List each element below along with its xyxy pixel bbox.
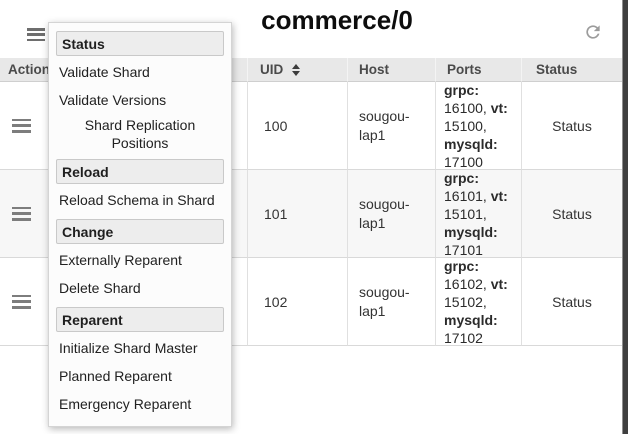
menu-item-externally-reparent[interactable]: Externally Reparent (59, 252, 182, 268)
column-header-label: Actions (8, 62, 58, 77)
hamburger-bar (27, 28, 45, 31)
right-edge-strip (622, 0, 628, 434)
hamburger-bar (27, 38, 45, 41)
menu-item-validate-shard[interactable]: Validate Shard (59, 64, 150, 80)
ports-text: grpc: 16100, vt: 15100, mysqld: 17100 (444, 82, 508, 170)
menu-section-header-reparent: Reparent (56, 307, 224, 332)
page-title: commerce/0 (261, 5, 413, 35)
host-text: sougou-lap1 (359, 107, 410, 143)
uid-cell: 102 (247, 258, 347, 346)
menu-item-validate-versions[interactable]: Validate Versions (59, 92, 167, 108)
menu-item-planned-reparent[interactable]: Planned Reparent (59, 368, 172, 384)
status-cell: Status (521, 258, 622, 346)
column-header-label: Ports (447, 62, 482, 77)
host-text: sougou-lap1 (359, 195, 410, 231)
host-cell: sougou-lap1 (347, 82, 435, 170)
column-header-uid[interactable]: UID (247, 58, 347, 82)
ports-cell: grpc: 16102, vt: 15102, mysqld: 17102 (435, 258, 521, 346)
uid-cell: 100 (247, 82, 347, 170)
ports-cell: grpc: 16100, vt: 15100, mysqld: 17100 (435, 82, 521, 170)
menu-item-emergency-reparent[interactable]: Emergency Reparent (59, 396, 192, 412)
host-cell: sougou-lap1 (347, 258, 435, 346)
column-header-ports: Ports (435, 58, 521, 82)
host-cell: sougou-lap1 (347, 170, 435, 258)
column-header-label: Host (359, 62, 389, 77)
refresh-button[interactable] (582, 22, 604, 44)
tablet-status-link[interactable]: Status (552, 205, 592, 222)
tablet-actions-icon[interactable] (12, 294, 31, 309)
menu-section-header-change: Change (56, 219, 224, 244)
status-cell: Status (521, 170, 622, 258)
tablet-status-link[interactable]: Status (552, 293, 592, 310)
ports-text: grpc: 16102, vt: 15102, mysqld: 17102 (444, 258, 508, 346)
tablet-status-link[interactable]: Status (552, 117, 592, 134)
column-header-status: Status (521, 58, 622, 82)
menu-section-header-reload: Reload (56, 159, 224, 184)
sort-icon[interactable] (292, 63, 301, 76)
uid-cell: 101 (247, 170, 347, 258)
menu-item-reload-schema-in-shard[interactable]: Reload Schema in Shard (59, 192, 215, 208)
menu-item-shard-replication-positions[interactable]: Shard Replication Positions (84, 117, 196, 151)
hamburger-bar (27, 33, 45, 36)
column-header-label: Status (536, 62, 578, 77)
hamburger-icon[interactable] (27, 28, 45, 41)
host-text: sougou-lap1 (359, 283, 410, 319)
column-header-label: UID (260, 62, 284, 77)
refresh-icon (586, 25, 600, 39)
ports-cell: grpc: 16101, vt: 15101, mysqld: 17101 (435, 170, 521, 258)
menu-item-delete-shard[interactable]: Delete Shard (59, 280, 141, 296)
tablet-actions-icon[interactable] (12, 206, 31, 221)
tablet-actions-icon[interactable] (12, 118, 31, 133)
menu-item-initialize-shard-master[interactable]: Initialize Shard Master (59, 340, 198, 356)
status-cell: Status (521, 82, 622, 170)
menu-section-header-status: Status (56, 31, 224, 56)
column-header-host: Host (347, 58, 435, 82)
ports-text: grpc: 16101, vt: 15101, mysqld: 17101 (444, 170, 508, 258)
